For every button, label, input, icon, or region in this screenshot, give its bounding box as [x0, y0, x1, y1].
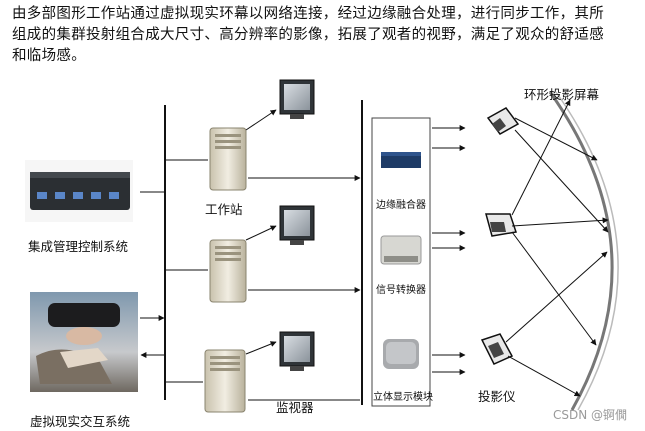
vr-headset-image [30, 292, 138, 392]
monitor-1-screen [279, 79, 315, 119]
control-system-label: 集成管理控制系统 [28, 239, 129, 254]
workstation-2-tower [209, 239, 247, 303]
stereo-module-label: 立体显示模块 [373, 392, 433, 403]
monitor-host-tower [204, 349, 246, 413]
edge-blender-device [381, 152, 421, 168]
projection-beams [505, 99, 609, 397]
workstation-1-tower [209, 127, 247, 191]
screen-label: 环形投影屏幕 [524, 87, 600, 102]
monitor-label: 监视器 [276, 400, 314, 415]
arrow-ws1-monitor [245, 109, 277, 131]
monitor-2-screen [279, 205, 315, 245]
signal-converter-label: 信号转换器 [376, 285, 426, 296]
arrow-host-monitor [245, 341, 277, 355]
control-box-image [25, 160, 133, 222]
projector-label: 投影仪 [478, 389, 516, 404]
arrow-ws2-monitor [245, 225, 277, 241]
watermark: CSDN @锕僩 [552, 408, 627, 422]
projector-middle [485, 213, 517, 237]
projector-top [486, 107, 520, 135]
signal-converter-device [380, 235, 422, 265]
curved-screen [548, 91, 614, 411]
monitor-3-screen [279, 331, 315, 371]
intro-paragraph: 由多部图形工作站通过虚拟现实环幕以网络连接，经过边缘融合处理，进行同步工作，其所… [12, 6, 604, 64]
workstation-label: 工作站 [205, 202, 243, 217]
vr-system-label: 虚拟现实交互系统 [30, 414, 131, 429]
projector-bottom [480, 333, 514, 365]
edge-blender-label: 边缘融合器 [376, 200, 426, 211]
stereo-module-device [383, 339, 419, 369]
